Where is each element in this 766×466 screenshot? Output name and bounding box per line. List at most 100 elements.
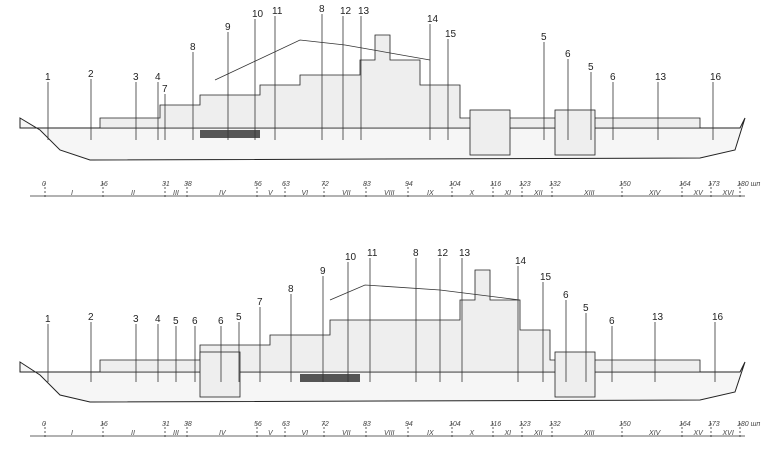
frame-number: 31 <box>162 181 170 188</box>
compartment-number: VIII <box>384 190 395 197</box>
turret-a-bottom <box>199 351 241 398</box>
callout-number: 6 <box>218 316 224 327</box>
superstructure-bottom <box>99 269 701 373</box>
callout-number: 10 <box>345 252 357 263</box>
callout-number: 12 <box>340 6 352 17</box>
callout-number: 13 <box>655 72 667 83</box>
frame-number: 63 <box>282 181 290 188</box>
callout-number: 3 <box>133 72 139 83</box>
frame-number: 150 <box>619 181 631 188</box>
compartment-number: XVI <box>722 430 734 437</box>
callout-number: 13 <box>459 248 471 259</box>
frame-number: 94 <box>405 181 413 188</box>
compartment-number: IV <box>219 190 227 197</box>
callout-number: 4 <box>155 314 161 325</box>
callout-number: 8 <box>319 4 325 15</box>
compartment-number: V <box>268 430 274 437</box>
callout-number: 9 <box>225 22 231 33</box>
callout-number: 13 <box>358 6 370 17</box>
callout-number: 1 <box>45 314 51 325</box>
frame-number: 83 <box>363 421 371 428</box>
compartment-number: II <box>131 430 135 437</box>
ship-profile-top <box>19 34 746 161</box>
compartment-number: VII <box>342 430 351 437</box>
compartment-number: X <box>469 430 475 437</box>
compartment-number: XV <box>693 430 705 437</box>
callout-number: 6 <box>609 316 615 327</box>
frame-number: 38 <box>184 421 192 428</box>
callout-number: 11 <box>367 248 378 259</box>
frame-number: 72 <box>321 421 329 428</box>
frame-number: 132 <box>549 181 561 188</box>
frame-number: 116 <box>490 181 501 188</box>
callout-number: 5 <box>583 303 589 314</box>
frame-number: 0 <box>42 421 46 428</box>
callout-number: 6 <box>610 72 616 83</box>
callout-number: 6 <box>565 49 571 60</box>
frame-number: 16 <box>100 421 108 428</box>
ship-profile-bottom <box>19 269 746 403</box>
callout-number: 10 <box>252 9 264 20</box>
compartment-number: XI <box>504 430 512 437</box>
compartment-number: II <box>131 190 135 197</box>
callout-number: 16 <box>712 312 724 323</box>
callout-number: 1 <box>45 72 51 83</box>
compartment-number: VIII <box>384 430 395 437</box>
turret-d-bottom <box>554 351 596 398</box>
callout-number: 13 <box>652 312 664 323</box>
frame-number: 56 <box>254 181 262 188</box>
frame-number: 132 <box>549 421 561 428</box>
callout-number: 3 <box>133 314 139 325</box>
frame-number: 94 <box>405 421 413 428</box>
frame-number: 150 <box>619 421 631 428</box>
compartment-number: VI <box>302 190 309 197</box>
armor-belt-bottom <box>300 374 360 382</box>
compartment-number: XVI <box>722 190 734 197</box>
callout-number: 6 <box>192 316 198 327</box>
frame-number: 173 <box>708 181 720 188</box>
callout-number: 11 <box>272 6 283 17</box>
frame-number: 164 <box>679 421 691 428</box>
frame-number: 31 <box>162 421 170 428</box>
compartment-number: VI <box>302 430 309 437</box>
frame-number: 123 <box>519 421 531 428</box>
callout-number: 15 <box>445 29 457 40</box>
compartment-number: I <box>71 190 73 197</box>
compartment-number: XIV <box>648 430 662 437</box>
callout-number: 5 <box>236 312 242 323</box>
compartment-number: IX <box>427 190 434 197</box>
callout-number: 16 <box>710 72 722 83</box>
compartment-number: XIV <box>648 190 662 197</box>
callout-number: 8 <box>190 42 196 53</box>
frame-number: 164 <box>679 181 691 188</box>
superstructure-top <box>99 34 701 129</box>
callout-number: 2 <box>88 69 94 80</box>
compartment-number: IV <box>219 430 227 437</box>
compartment-number: VII <box>342 190 351 197</box>
compartment-number: III <box>173 430 179 437</box>
frame-number: 123 <box>519 181 531 188</box>
callout-number: 4 <box>155 72 161 83</box>
frame-number: 63 <box>282 421 290 428</box>
frame-number: 83 <box>363 181 371 188</box>
callout-number: 14 <box>515 256 527 267</box>
frame-number: 56 <box>254 421 262 428</box>
frame-number: 104 <box>449 181 461 188</box>
callout-number: 7 <box>162 84 168 95</box>
compartment-number: I <box>71 430 73 437</box>
crane-lines-top <box>214 39 431 81</box>
compartment-number: XI <box>504 190 512 197</box>
callout-number: 7 <box>257 297 263 308</box>
callout-number: 5 <box>541 32 547 43</box>
frame-number: 72 <box>321 181 329 188</box>
frame-number: 173 <box>708 421 720 428</box>
callout-number: 6 <box>563 290 569 301</box>
frame-number: 180 шп <box>737 421 760 428</box>
compartment-number: XV <box>693 190 705 197</box>
callout-number: 12 <box>437 248 449 259</box>
compartment-number: XII <box>533 190 543 197</box>
compartment-number: XII <box>533 430 543 437</box>
callout-number: 14 <box>427 14 439 25</box>
compartment-number: XIII <box>583 430 595 437</box>
